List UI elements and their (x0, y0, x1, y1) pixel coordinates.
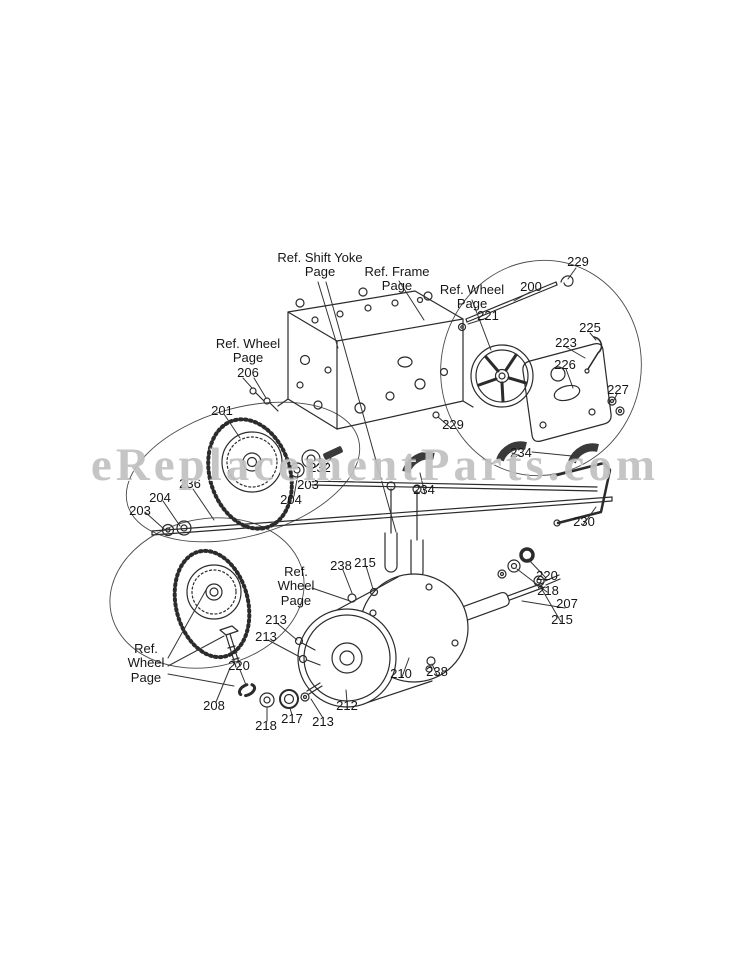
part-label-200: 200 (520, 279, 542, 294)
part-label-218-bottom: 218 (255, 718, 277, 733)
label-ref-wheel-page-top-right: Ref. Wheel Page (439, 282, 505, 312)
label-ref-wheel-page-mid: Ref. Wheel Page (277, 564, 315, 608)
part-label-226: 226 (554, 357, 576, 372)
leader-lines (144, 267, 618, 722)
part-label-213-upper: 213 (265, 612, 287, 627)
part-label-225: 225 (579, 320, 601, 335)
small-hardware (219, 387, 323, 709)
part-label-213-bottom: 213 (312, 714, 334, 729)
part-label-230: 230 (573, 514, 595, 529)
part-label-220-right: 220 (536, 568, 558, 583)
part-label-229-top: 229 (567, 254, 589, 269)
bracket-230 (497, 461, 612, 579)
part-label-203-left: 203 (129, 503, 151, 518)
part-label-213-lower: 213 (255, 629, 277, 644)
part-label-204-mid: 204 (280, 492, 302, 507)
shift-fork-shaft (311, 480, 598, 579)
part-label-201: 201 (211, 403, 233, 418)
label-ref-shift-yoke-page: Ref. Shift Yoke Page (277, 250, 363, 280)
rod-200 (457, 275, 574, 332)
part-label-223: 223 (555, 335, 577, 350)
chain-sprocket-upper (206, 417, 294, 531)
part-label-227: 227 (607, 382, 629, 397)
part-label-220-bottom: 220 (228, 658, 250, 673)
part-label-203-mid: 203 (297, 477, 319, 492)
axle-shaft (151, 496, 613, 537)
part-label-210: 210 (390, 666, 412, 681)
part-label-232: 232 (309, 460, 331, 475)
wheel-assembly (470, 344, 534, 408)
frame-assembly (277, 287, 474, 430)
label-ref-frame-page: Ref. Frame Page (364, 264, 430, 294)
hook-and-washers (584, 336, 625, 416)
part-label-215-mid: 215 (354, 555, 376, 570)
friction-drum (297, 573, 469, 708)
label-ref-wheel-page-206: Ref. Wheel Page 206 (215, 336, 281, 380)
part-label-218-right: 218 (537, 583, 559, 598)
chain-sprocket-lower (172, 548, 252, 660)
part-label-238-bottom: 238 (426, 664, 448, 679)
part-label-212: 212 (336, 698, 358, 713)
part-label-217: 217 (281, 711, 303, 726)
part-label-207: 207 (556, 596, 578, 611)
part-label-238-mid: 238 (330, 558, 352, 573)
part-label-234-mid: 234 (413, 482, 435, 497)
part-label-229-mid: 229 (442, 417, 464, 432)
part-label-215-right: 215 (551, 612, 573, 627)
part-label-208: 208 (203, 698, 225, 713)
grouping-balloons (109, 259, 642, 669)
part-label-234-right: 234 (510, 445, 532, 460)
guides-and-key (289, 441, 599, 478)
label-ref-wheel-page-bottom: Ref. Wheel Page (127, 641, 165, 685)
part-label-236: 236 (179, 476, 201, 491)
part-label-221: 221 (477, 308, 499, 323)
part-label-204-left: 204 (149, 490, 171, 505)
